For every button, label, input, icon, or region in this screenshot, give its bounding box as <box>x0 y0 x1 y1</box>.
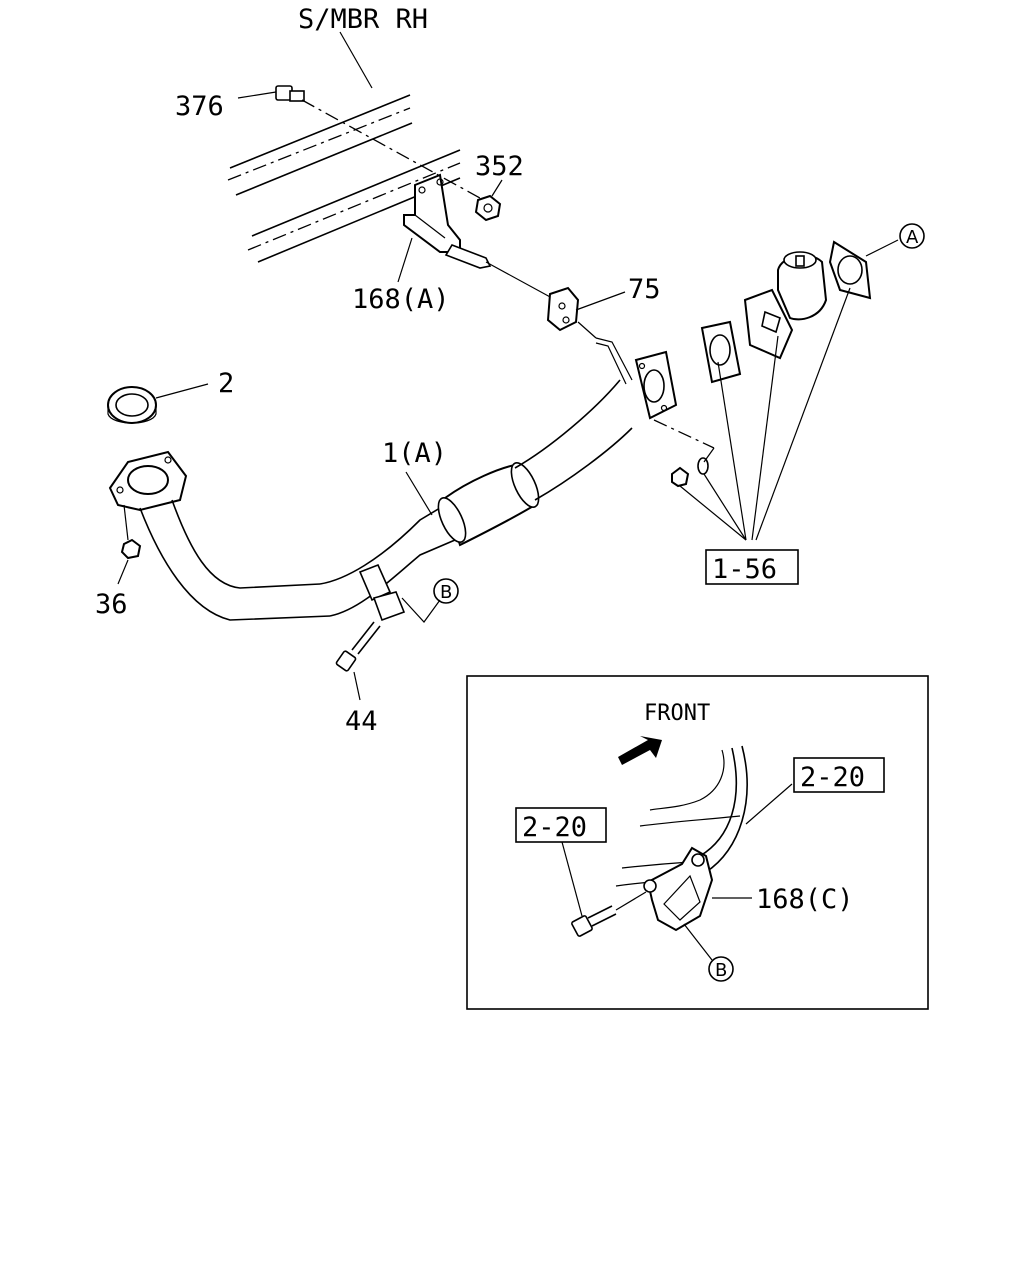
rear-gasket <box>700 320 742 384</box>
label-part-352: 352 <box>475 151 524 182</box>
bolt-376 <box>275 85 481 199</box>
label-ref-a: A <box>906 227 919 248</box>
ref-box-2-20-top <box>793 757 885 793</box>
label-inset-ref-left: 2-20 <box>522 812 587 843</box>
label-part-2: 2 <box>218 368 234 399</box>
gasket-ring-2 <box>107 386 157 424</box>
label-side-member: S/MBR RH <box>298 4 428 35</box>
rubber-mount-75 <box>546 286 597 339</box>
label-part-44: 44 <box>345 706 378 737</box>
ref-b-circle <box>433 578 459 604</box>
front-arrow-icon <box>618 736 662 765</box>
label-inset-ref-top: 2-20 <box>800 762 865 793</box>
label-inset-front: FRONT <box>644 701 710 726</box>
nut-washer-rear <box>653 419 715 488</box>
bolt-44 <box>335 621 381 672</box>
label-part-75: 75 <box>628 274 661 305</box>
label-part-168c: 168(C) <box>756 884 854 915</box>
hanger-bracket-168a <box>403 173 553 299</box>
nut-36 <box>120 504 142 560</box>
label-part-168a: 168(A) <box>352 284 450 315</box>
label-ref-b-inset: B <box>715 960 727 981</box>
muffler-inlet <box>743 251 828 360</box>
leaders-1-56 <box>679 287 851 541</box>
ref-b-circle-inset <box>708 956 734 982</box>
nut-352 <box>474 194 502 222</box>
ref-a-circle <box>899 223 925 249</box>
label-ref-b-main: B <box>440 582 452 603</box>
label-part-376: 376 <box>175 91 224 122</box>
exhaust-pipe-1a <box>108 337 678 622</box>
ref-box-1-56 <box>705 549 799 585</box>
ref-box-2-20-left <box>515 807 607 843</box>
label-part-1a: 1(A) <box>382 438 447 469</box>
muffler-gasket <box>828 240 872 300</box>
label-ref-1-56: 1-56 <box>712 554 777 585</box>
label-part-36: 36 <box>95 589 128 620</box>
